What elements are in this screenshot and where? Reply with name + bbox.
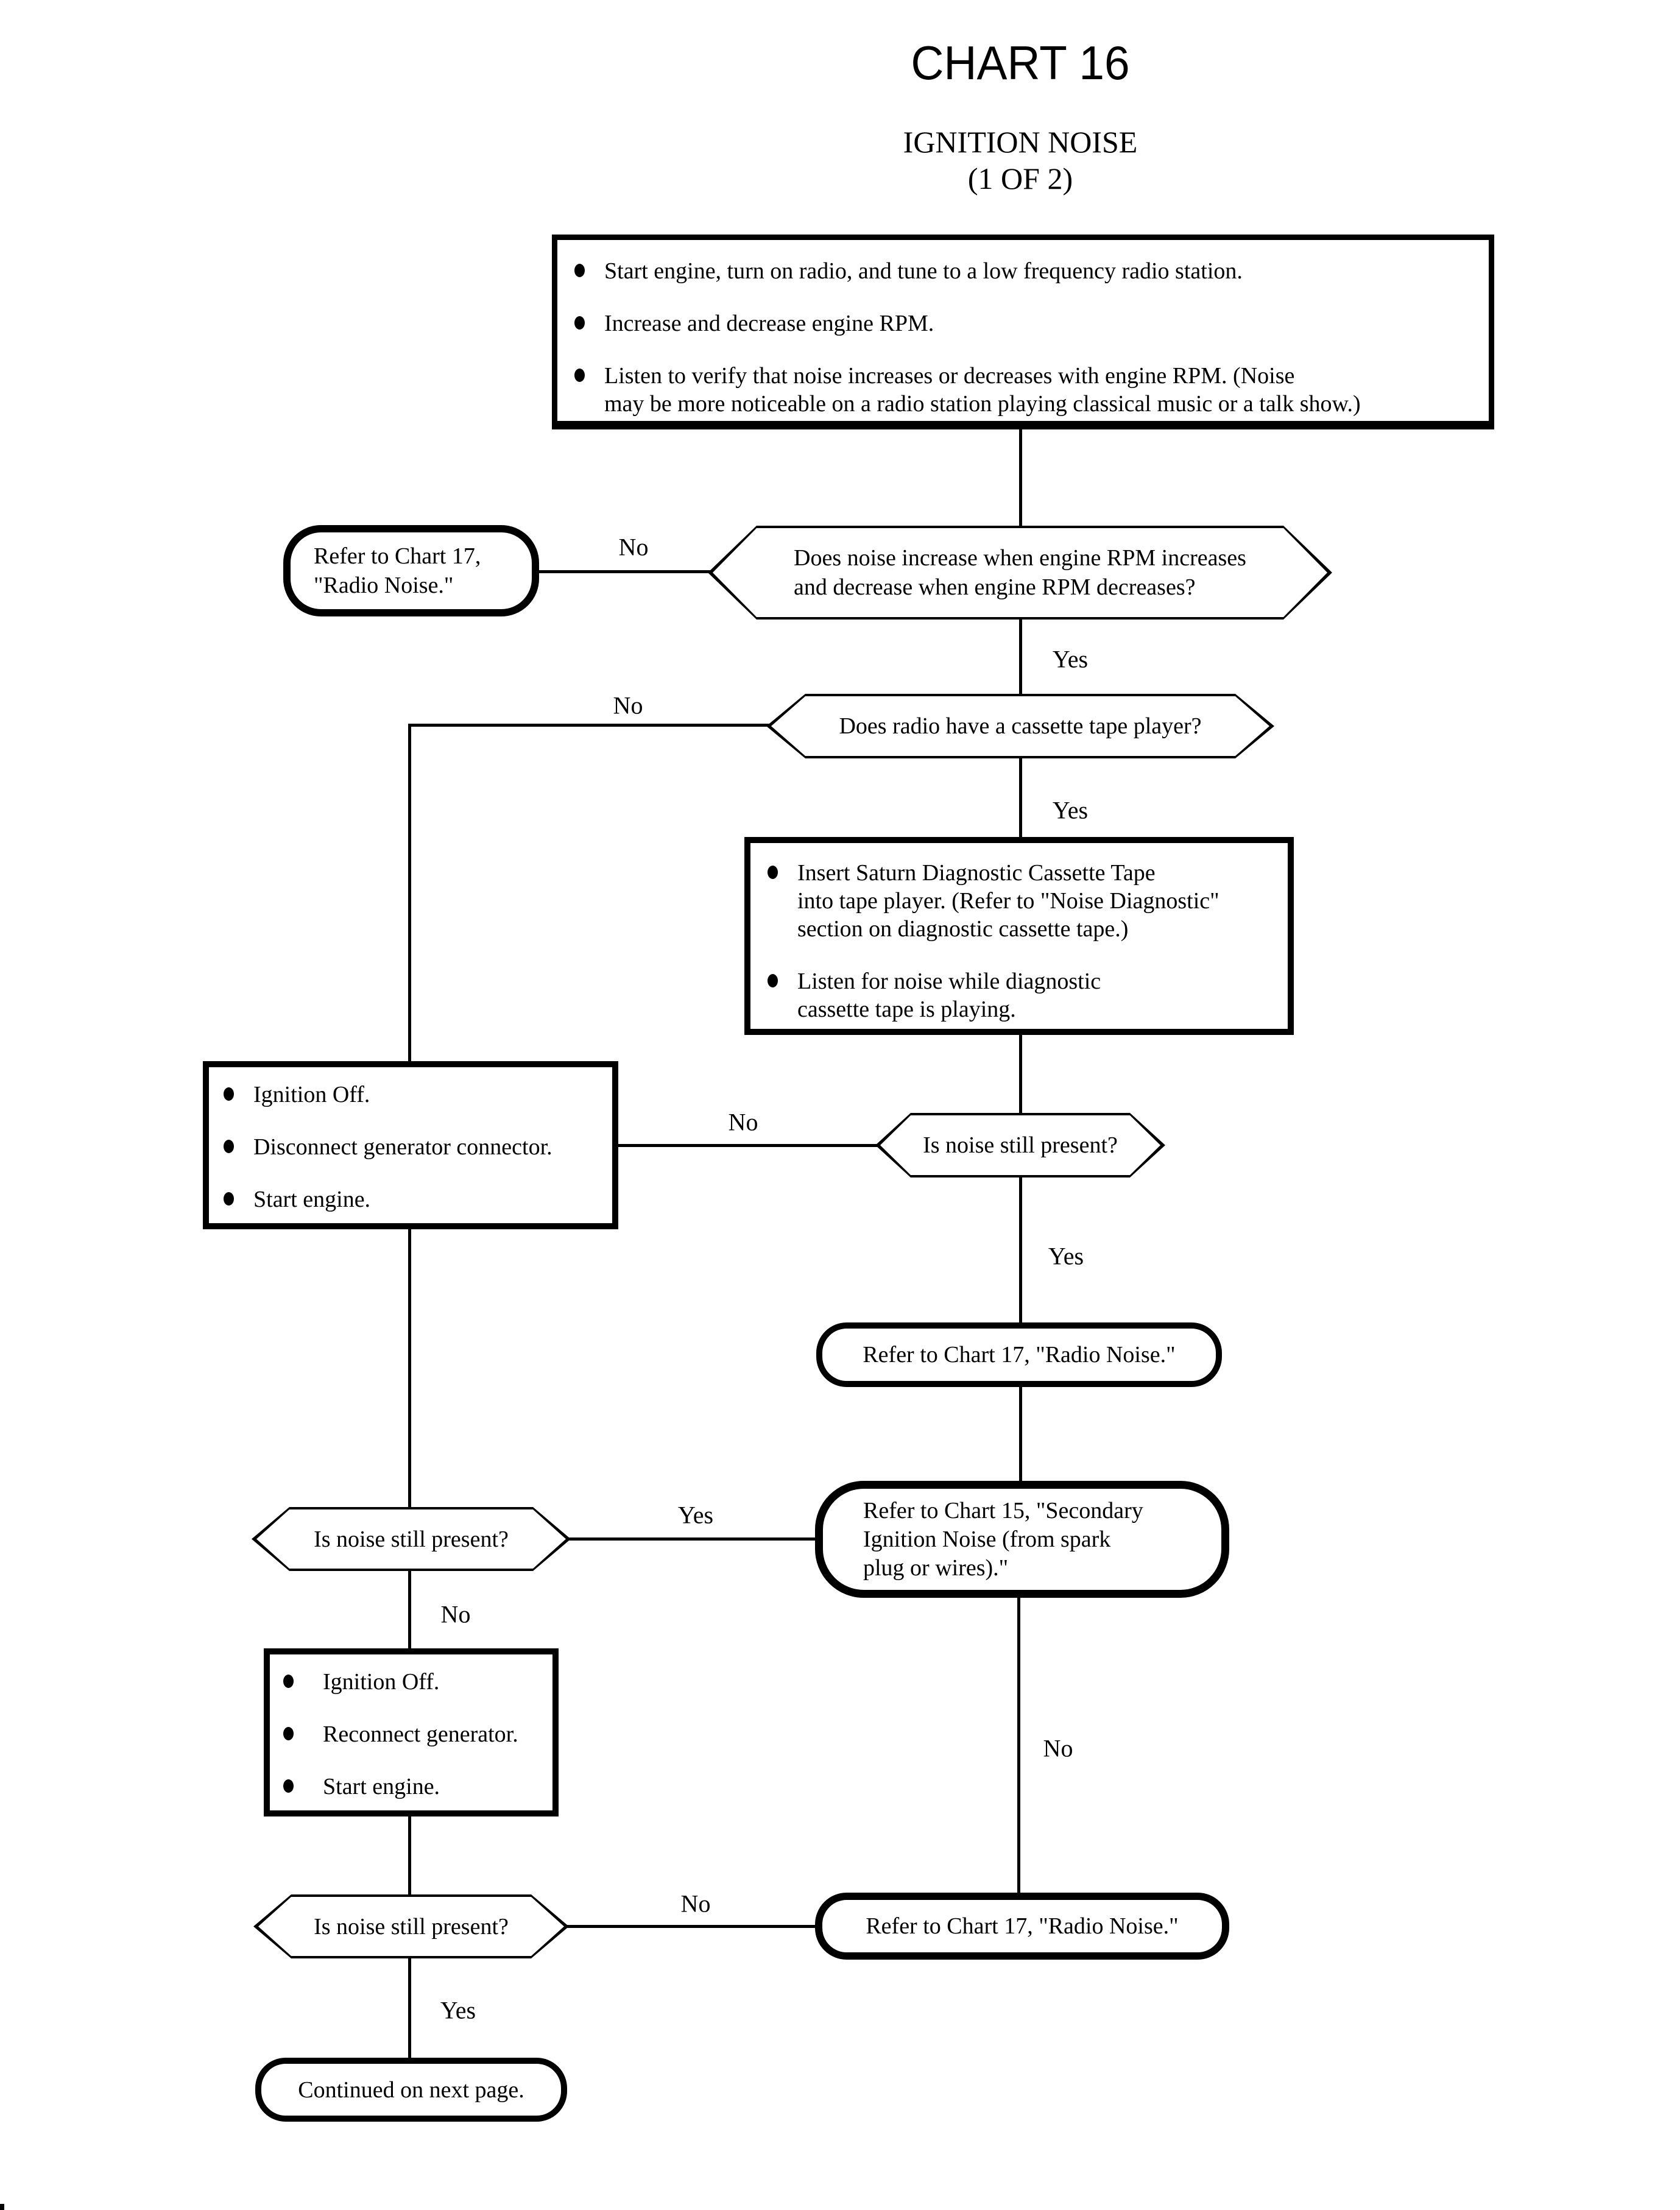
- list-item: Ignition Off.: [283, 1668, 535, 1696]
- decision-text: Does radio have a cassette tape player?: [839, 713, 1202, 739]
- page-title: CHART 16: [911, 36, 1130, 90]
- branch-label-no: No: [1043, 1734, 1073, 1762]
- decision-text: Is noise still present?: [314, 1526, 509, 1552]
- terminal-text: Continued on next page.: [298, 2077, 524, 2103]
- connector: [408, 1815, 411, 1896]
- decision-noise-follows-rpm: Does noise increase when engine RPM incr…: [708, 526, 1332, 620]
- branch-label-yes: Yes: [1052, 645, 1089, 673]
- decision-text: Does noise increase when engine RPM incr…: [794, 545, 1246, 600]
- branch-label-yes: Yes: [1048, 1242, 1084, 1270]
- bullet-icon: [283, 1779, 294, 1793]
- terminal-continued-next-page: Continued on next page.: [255, 2058, 567, 2122]
- hexagon-shape: [258, 1897, 564, 1956]
- list-item: Listen to verify that noise increases or…: [574, 362, 1472, 418]
- branch-label-no: No: [440, 1600, 471, 1628]
- bullet-icon: [224, 1087, 234, 1101]
- decision-cassette-player: Does radio have a cassette tape player?: [766, 694, 1274, 758]
- branch-label-yes: Yes: [1052, 796, 1089, 824]
- connector: [1019, 757, 1022, 838]
- connector: [1019, 618, 1022, 695]
- bullet-icon: [283, 1727, 294, 1740]
- list-item: Start engine.: [283, 1773, 535, 1801]
- terminal-refer-chart15: Refer to Chart 15, "Secondary Ignition N…: [815, 1481, 1229, 1598]
- bullet-icon: [224, 1140, 234, 1153]
- decision-noise-still-present-3: Is noise still present?: [253, 1894, 569, 1958]
- bullet-icon: [768, 866, 778, 879]
- bullet-icon: [224, 1192, 234, 1206]
- process-cassette-steps: Insert Saturn Diagnostic Cassette Tape i…: [744, 837, 1294, 1035]
- bullet-text: Start engine.: [323, 1774, 440, 1799]
- decision-text: Is noise still present?: [923, 1132, 1118, 1158]
- decision-noise-still-present-1: Is noise still present?: [875, 1113, 1165, 1177]
- bullet-text: Insert Saturn Diagnostic Cassette Tape i…: [797, 860, 1219, 942]
- process-reconnect-generator: Ignition Off. Reconnect generator. Start…: [264, 1648, 559, 1816]
- decision-noise-still-present-2: Is noise still present?: [252, 1507, 571, 1571]
- terminal-refer-chart17-top: Refer to Chart 17, "Radio Noise.": [283, 525, 539, 616]
- connector: [408, 724, 411, 1062]
- connector: [565, 1925, 819, 1928]
- list-item: Disconnect generator connector.: [224, 1133, 595, 1161]
- list-item: Start engine.: [224, 1185, 595, 1213]
- list-item: Reconnect generator.: [283, 1720, 535, 1748]
- connector: [1019, 429, 1022, 527]
- connector: [1019, 1034, 1022, 1114]
- hexagon-shape: [771, 696, 1269, 756]
- connector: [1019, 1386, 1022, 1482]
- connector: [615, 1144, 879, 1147]
- terminal-text: Refer to Chart 17, "Radio Noise.": [314, 543, 481, 598]
- branch-label-yes: Yes: [440, 1996, 476, 2024]
- list-item: Insert Saturn Diagnostic Cassette Tape i…: [768, 859, 1271, 943]
- terminal-text: Refer to Chart 17, "Radio Noise.": [863, 1342, 1176, 1368]
- page-subtitle: IGNITION NOISE (1 OF 2): [903, 125, 1138, 196]
- bullet-text: Start engine, turn on radio, and tune to…: [604, 258, 1243, 284]
- process-start-steps: Start engine, turn on radio, and tune to…: [552, 235, 1494, 429]
- connector: [408, 1957, 411, 2059]
- decision-text: Is noise still present?: [314, 1913, 509, 1940]
- branch-label-no: No: [680, 1890, 711, 1918]
- connector: [408, 1570, 411, 1650]
- branch-label-no: No: [613, 691, 643, 719]
- bullet-icon: [283, 1675, 294, 1688]
- bullet-text: Listen to verify that noise increases or…: [604, 363, 1361, 417]
- connector: [408, 1228, 411, 1508]
- process-disconnect-generator: Ignition Off. Disconnect generator conne…: [203, 1061, 618, 1229]
- bullet-icon: [574, 369, 585, 382]
- scan-artifact-mark: [0, 2204, 4, 2210]
- bullet-text: Ignition Off.: [323, 1669, 440, 1695]
- bullet-text: Ignition Off.: [253, 1082, 370, 1107]
- bullet-text: Increase and decrease engine RPM.: [604, 311, 934, 336]
- connector: [1017, 1597, 1020, 1894]
- hexagon-shape: [880, 1115, 1160, 1175]
- list-item: Ignition Off.: [224, 1081, 595, 1109]
- bullet-text: Listen for noise while diagnostic casset…: [797, 969, 1101, 1022]
- connector: [408, 724, 770, 727]
- terminal-refer-chart17-bottom: Refer to Chart 17, "Radio Noise.": [815, 1893, 1229, 1960]
- list-item: Listen for noise while diagnostic casset…: [768, 967, 1271, 1023]
- bullet-icon: [574, 316, 585, 330]
- bullet-icon: [574, 264, 585, 277]
- list-item: Increase and decrease engine RPM.: [574, 309, 1472, 337]
- terminal-text: Refer to Chart 15, "Secondary Ignition N…: [863, 1497, 1143, 1581]
- terminal-text: Refer to Chart 17, "Radio Noise.": [866, 1913, 1179, 1939]
- branch-label-no: No: [728, 1108, 758, 1136]
- branch-label-yes: Yes: [677, 1501, 714, 1529]
- connector: [1019, 1176, 1022, 1324]
- bullet-icon: [768, 974, 778, 987]
- hexagon-shape: [256, 1509, 566, 1569]
- branch-label-no: No: [618, 533, 649, 561]
- bullet-text: Disconnect generator connector.: [253, 1134, 552, 1160]
- bullet-text: Reconnect generator.: [323, 1721, 518, 1747]
- hexagon-shape: [713, 528, 1327, 617]
- connector: [566, 1537, 819, 1541]
- list-item: Start engine, turn on radio, and tune to…: [574, 257, 1472, 285]
- connector: [536, 570, 715, 573]
- terminal-refer-chart17-middle: Refer to Chart 17, "Radio Noise.": [816, 1322, 1222, 1387]
- bullet-text: Start engine.: [253, 1187, 371, 1212]
